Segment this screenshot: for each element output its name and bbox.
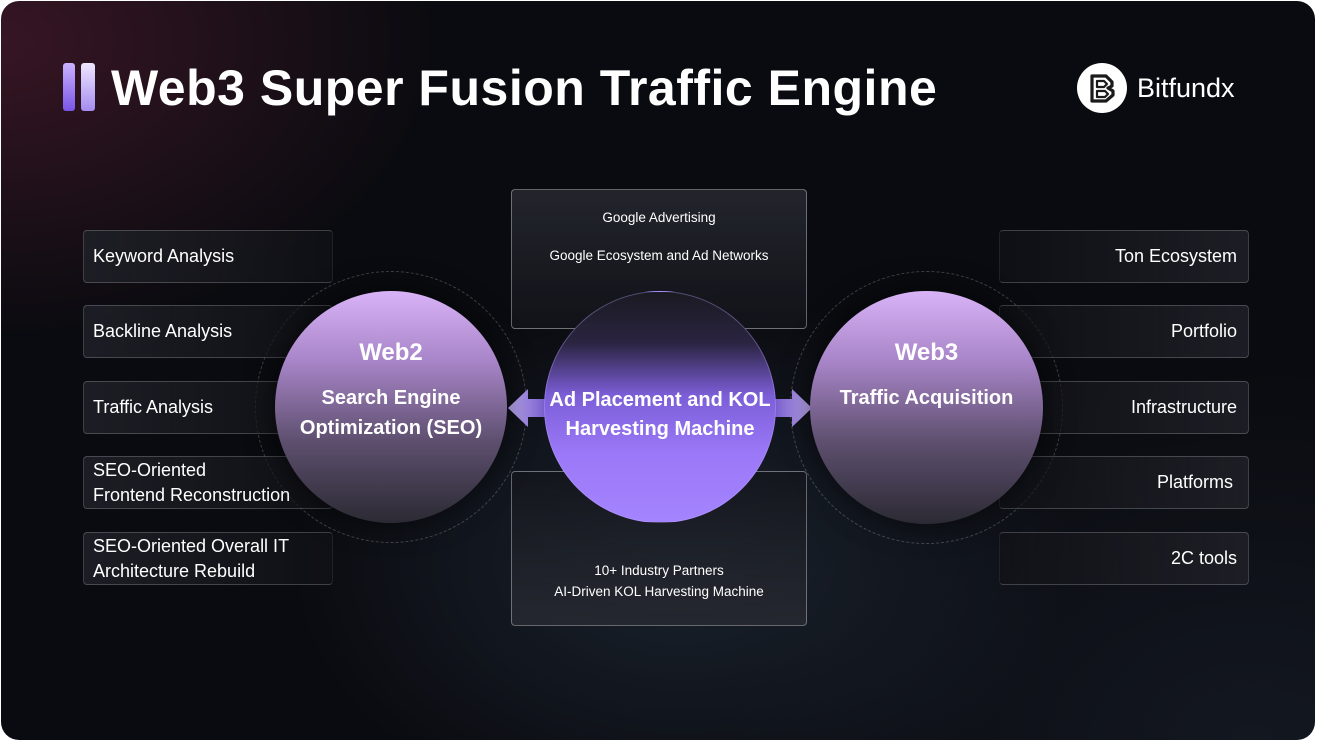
center-circle-line2: Harvesting Machine [565, 418, 755, 440]
industry-partners-label: 10+ Industry Partners [594, 563, 724, 578]
right-item-platforms: Platforms [999, 456, 1249, 509]
left-item-label-line2: Frontend Reconstruction [93, 484, 291, 505]
left-item-label: Traffic Analysis [93, 397, 214, 417]
web3-traffic-circle: Web3 Traffic Acquisition [810, 291, 1043, 524]
brand-name: Bitfundx [1137, 73, 1235, 103]
right-item-2c-tools: 2C tools [999, 532, 1249, 585]
left-item-label: Keyword Analysis [93, 246, 235, 266]
left-item-label-line2: Architecture Rebuild [93, 560, 256, 581]
left-item-keyword-analysis: Keyword Analysis [83, 230, 333, 283]
ad-placement-kol-circle: Ad Placement and KOL Harvesting Machine [544, 291, 776, 523]
right-item-label: 2C tools [1170, 548, 1237, 568]
left-item-architecture-rebuild: SEO-Oriented Overall IT Architecture Reb… [83, 532, 333, 585]
left-item-label-line1: SEO-Oriented [93, 459, 207, 480]
web2-heading: Web2 [359, 339, 423, 366]
web3-heading: Web3 [894, 339, 959, 366]
right-item-label: Platforms [1156, 472, 1233, 492]
right-item-ton-ecosystem: Ton Ecosystem [999, 230, 1249, 283]
web2-subtitle-line1: Search Engine [321, 387, 461, 409]
left-item-label-line1: SEO-Oriented Overall IT [93, 535, 290, 556]
center-circle-line1: Ad Placement and KOL [549, 389, 771, 411]
bitfundx-logo-icon [1077, 63, 1127, 113]
web3-subtitle: Traffic Acquisition [839, 387, 1014, 409]
right-item-label: Ton Ecosystem [1114, 246, 1237, 266]
web2-seo-circle: Web2 Search Engine Optimization (SEO) [275, 291, 507, 523]
right-item-label: Portfolio [1170, 321, 1237, 341]
arrow-right-icon [770, 389, 812, 427]
right-item-portfolio: Portfolio [999, 305, 1249, 358]
web2-subtitle-line2: Optimization (SEO) [299, 417, 483, 439]
google-advertising-label: Google Advertising [602, 210, 716, 225]
industry-partners-box: 10+ Industry Partners AI-Driven KOL Harv… [511, 471, 807, 626]
google-ecosystem-label: Google Ecosystem and Ad Networks [549, 248, 769, 263]
title-accent-bars [63, 63, 97, 111]
left-item-label: Backline Analysis [93, 321, 233, 341]
arrow-left-icon [508, 389, 550, 427]
right-item-label: Infrastructure [1130, 397, 1237, 417]
page-title: Web3 Super Fusion Traffic Engine [111, 60, 938, 116]
kol-machine-label: AI-Driven KOL Harvesting Machine [554, 584, 764, 599]
